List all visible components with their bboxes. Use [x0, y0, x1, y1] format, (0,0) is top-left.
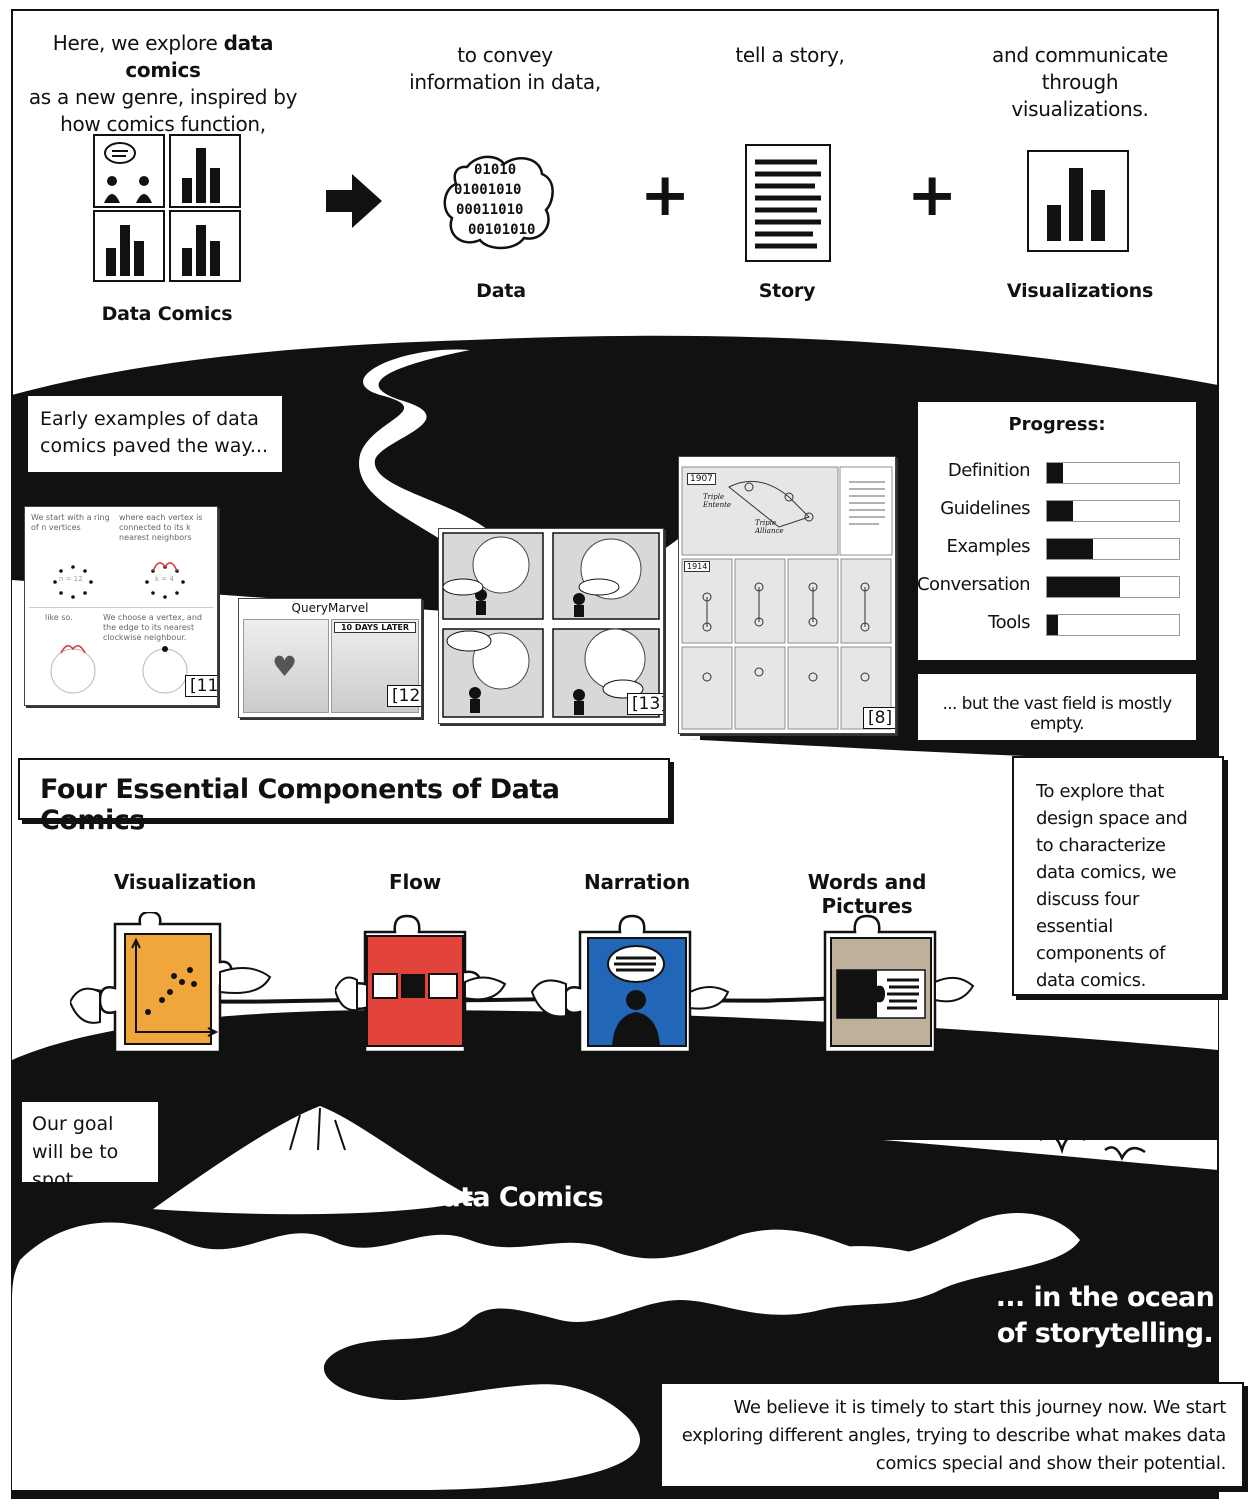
label-story: Story	[758, 280, 816, 302]
early-examples-callout: Early examples of data comics paved the …	[26, 394, 284, 474]
ocean-label: ... in the ocean of storytelling.	[990, 1280, 1220, 1352]
progress-label: Examples	[946, 536, 1031, 557]
progress-bar	[1046, 576, 1180, 598]
ex1-k-label: k = 4	[155, 575, 174, 583]
ex2-panel: ♥	[243, 619, 329, 713]
heart-icon: ♥	[272, 650, 298, 683]
progress-label: Tools	[988, 612, 1030, 633]
puzzle-words-pictures-icon	[823, 914, 975, 1054]
story-page-icon	[745, 144, 831, 262]
progress-bar-fill	[1047, 577, 1120, 597]
component-label-narration: Narration	[583, 870, 691, 894]
data-cloud-icon: 01010 01001010 00011010 00101010	[443, 155, 554, 250]
ring-graph-icon	[50, 645, 188, 694]
intro-caption-3: tell a story,	[735, 43, 845, 67]
goal-callout: Our goal will be to spot	[20, 1100, 160, 1191]
ex1-text-4: We choose a vertex, and the edge to its …	[103, 613, 202, 642]
empty-field-note: ... but the vast field is mostly empty.	[916, 672, 1198, 742]
intro-caption-2: to convey information in data,	[409, 43, 601, 94]
components-note: To explore that design space and to char…	[1012, 756, 1224, 996]
puzzle-flow-icon	[335, 914, 507, 1054]
puzzle-narration-icon	[530, 914, 730, 1054]
ref-13: [13]	[627, 693, 663, 715]
progress-bar-fill	[1047, 501, 1074, 521]
intro-caption-1-bold: data comics	[125, 31, 274, 82]
binary-row: 01001010	[454, 182, 521, 198]
binary-row: 00011010	[456, 202, 523, 218]
ocean-label-text: ... in the ocean of storytelling.	[995, 1282, 1215, 1349]
ref-11: [11]	[185, 675, 217, 697]
ref-12: [12]	[387, 685, 421, 707]
example-thumb-11: We start with a ring of n vertices where…	[24, 506, 218, 706]
example-thumb-8: 1907 Triple Entente Triple Alliance 1914…	[678, 456, 896, 734]
label-data: Data	[476, 280, 526, 302]
intro-caption-1: Here, we explore data comics as a new ge…	[18, 30, 308, 138]
component-label-words-pictures: Words and Pictures	[807, 870, 927, 918]
intro-caption-1-post: as a new genre, inspired by how comics f…	[28, 85, 298, 136]
progress-label: Definition	[947, 460, 1031, 481]
component-label-visualization: Visualization	[113, 870, 257, 894]
ex1-text-3: like so.	[45, 613, 73, 622]
puzzle-visualization-icon	[70, 912, 272, 1054]
ring-graph-icon	[53, 562, 185, 599]
progress-row: Definition	[918, 456, 1198, 486]
plus-icon: +	[640, 160, 691, 230]
progress-row: Tools	[918, 608, 1198, 638]
progress-row: Examples	[918, 532, 1198, 562]
progress-bar-fill	[1047, 539, 1094, 559]
ref-8: [8]	[863, 707, 895, 729]
progress-row: Conversation	[916, 570, 1198, 600]
ex1-text-2: where each vertex is connected to its k …	[119, 513, 203, 542]
ex1-n-label: n = 12	[59, 575, 83, 583]
ex2-title: QueryMarvel	[291, 601, 369, 615]
map-comic-icon	[681, 466, 893, 730]
progress-bar	[1046, 614, 1180, 636]
ex1-text-1: We start with a ring of n vertices	[31, 513, 110, 532]
example-thumb-13: [13]	[438, 528, 664, 724]
closing-callout: We believe it is timely to start this jo…	[660, 1382, 1244, 1488]
progress-title: Progress:	[1008, 414, 1106, 435]
progress-label: Guidelines	[940, 498, 1030, 519]
example-thumb-12: QueryMarvel ♥ 10 DAYS LATER [12]	[238, 598, 422, 718]
island-label: the Island of Data Comics	[228, 1182, 604, 1213]
progress-label: Conversation	[916, 574, 1031, 595]
binary-row: 01010	[474, 162, 516, 178]
label-data-comics: Data Comics	[101, 303, 233, 325]
ex4-label-b: Triple Alliance	[755, 519, 784, 535]
progress-bar-fill	[1047, 463, 1063, 483]
ex2-panel: 10 DAYS LATER	[331, 619, 419, 713]
arrow-right-icon	[326, 174, 382, 228]
components-title: Four Essential Components of Data Comics	[18, 758, 670, 836]
component-label-flow: Flow	[389, 870, 441, 894]
ex4-year: 1907	[687, 473, 716, 485]
intro-caption-1-pre: Here, we explore	[52, 31, 224, 55]
progress-row: Guidelines	[918, 494, 1198, 524]
intro-caption-4: and communicate through visualizations.	[992, 43, 1168, 121]
divider	[29, 607, 213, 608]
binary-row: 00101010	[468, 222, 535, 238]
ex2-later: 10 DAYS LATER	[334, 622, 416, 633]
progress-bar	[1046, 462, 1180, 484]
data-comics-icon	[93, 134, 241, 282]
plus-icon: +	[907, 160, 958, 230]
progress-bar	[1046, 538, 1180, 560]
label-visualizations: Visualizations	[1006, 280, 1154, 302]
progress-bar-fill	[1047, 615, 1058, 635]
bar-chart-icon	[1027, 150, 1129, 252]
progress-bar	[1046, 500, 1180, 522]
ex4-year-2: 1914	[684, 561, 711, 572]
ex4-label-a: Triple Entente	[703, 493, 732, 509]
